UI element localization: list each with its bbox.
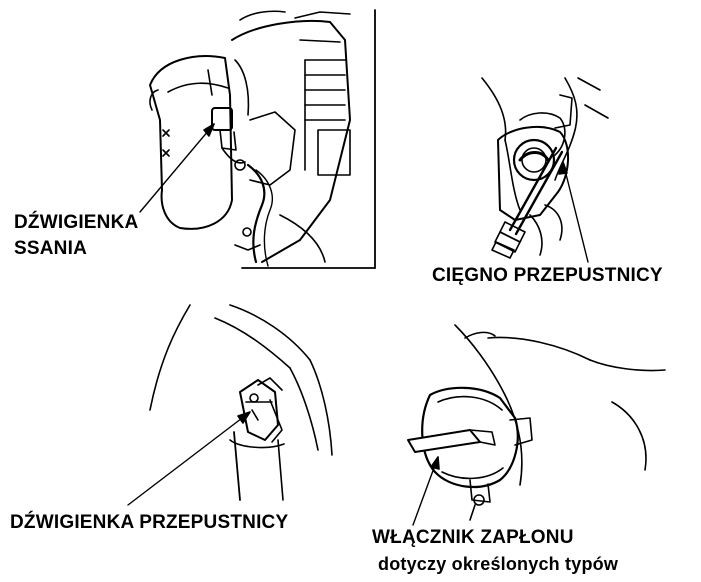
ignition-note-label: dotyczy określonych typów	[378, 553, 618, 575]
throttle-lever-panel-illustration	[128, 305, 332, 505]
throttle-cable-panel-illustration	[482, 78, 608, 262]
choke-lever-label-line2: SSANIA	[14, 238, 87, 260]
choke-lever-label-line1: DŹWIGIENKA	[14, 212, 138, 234]
ignition-switch-label: WŁĄCZNIK ZAPŁONU	[372, 527, 574, 549]
choke-panel-illustration	[140, 10, 375, 268]
throttle-cable-label: CIĘGNO PRZEPUSTNICY	[432, 265, 663, 287]
throttle-lever-label: DŹWIGIENKA PRZEPUSTNICY	[10, 512, 288, 534]
ignition-switch-panel-illustration	[408, 325, 665, 525]
